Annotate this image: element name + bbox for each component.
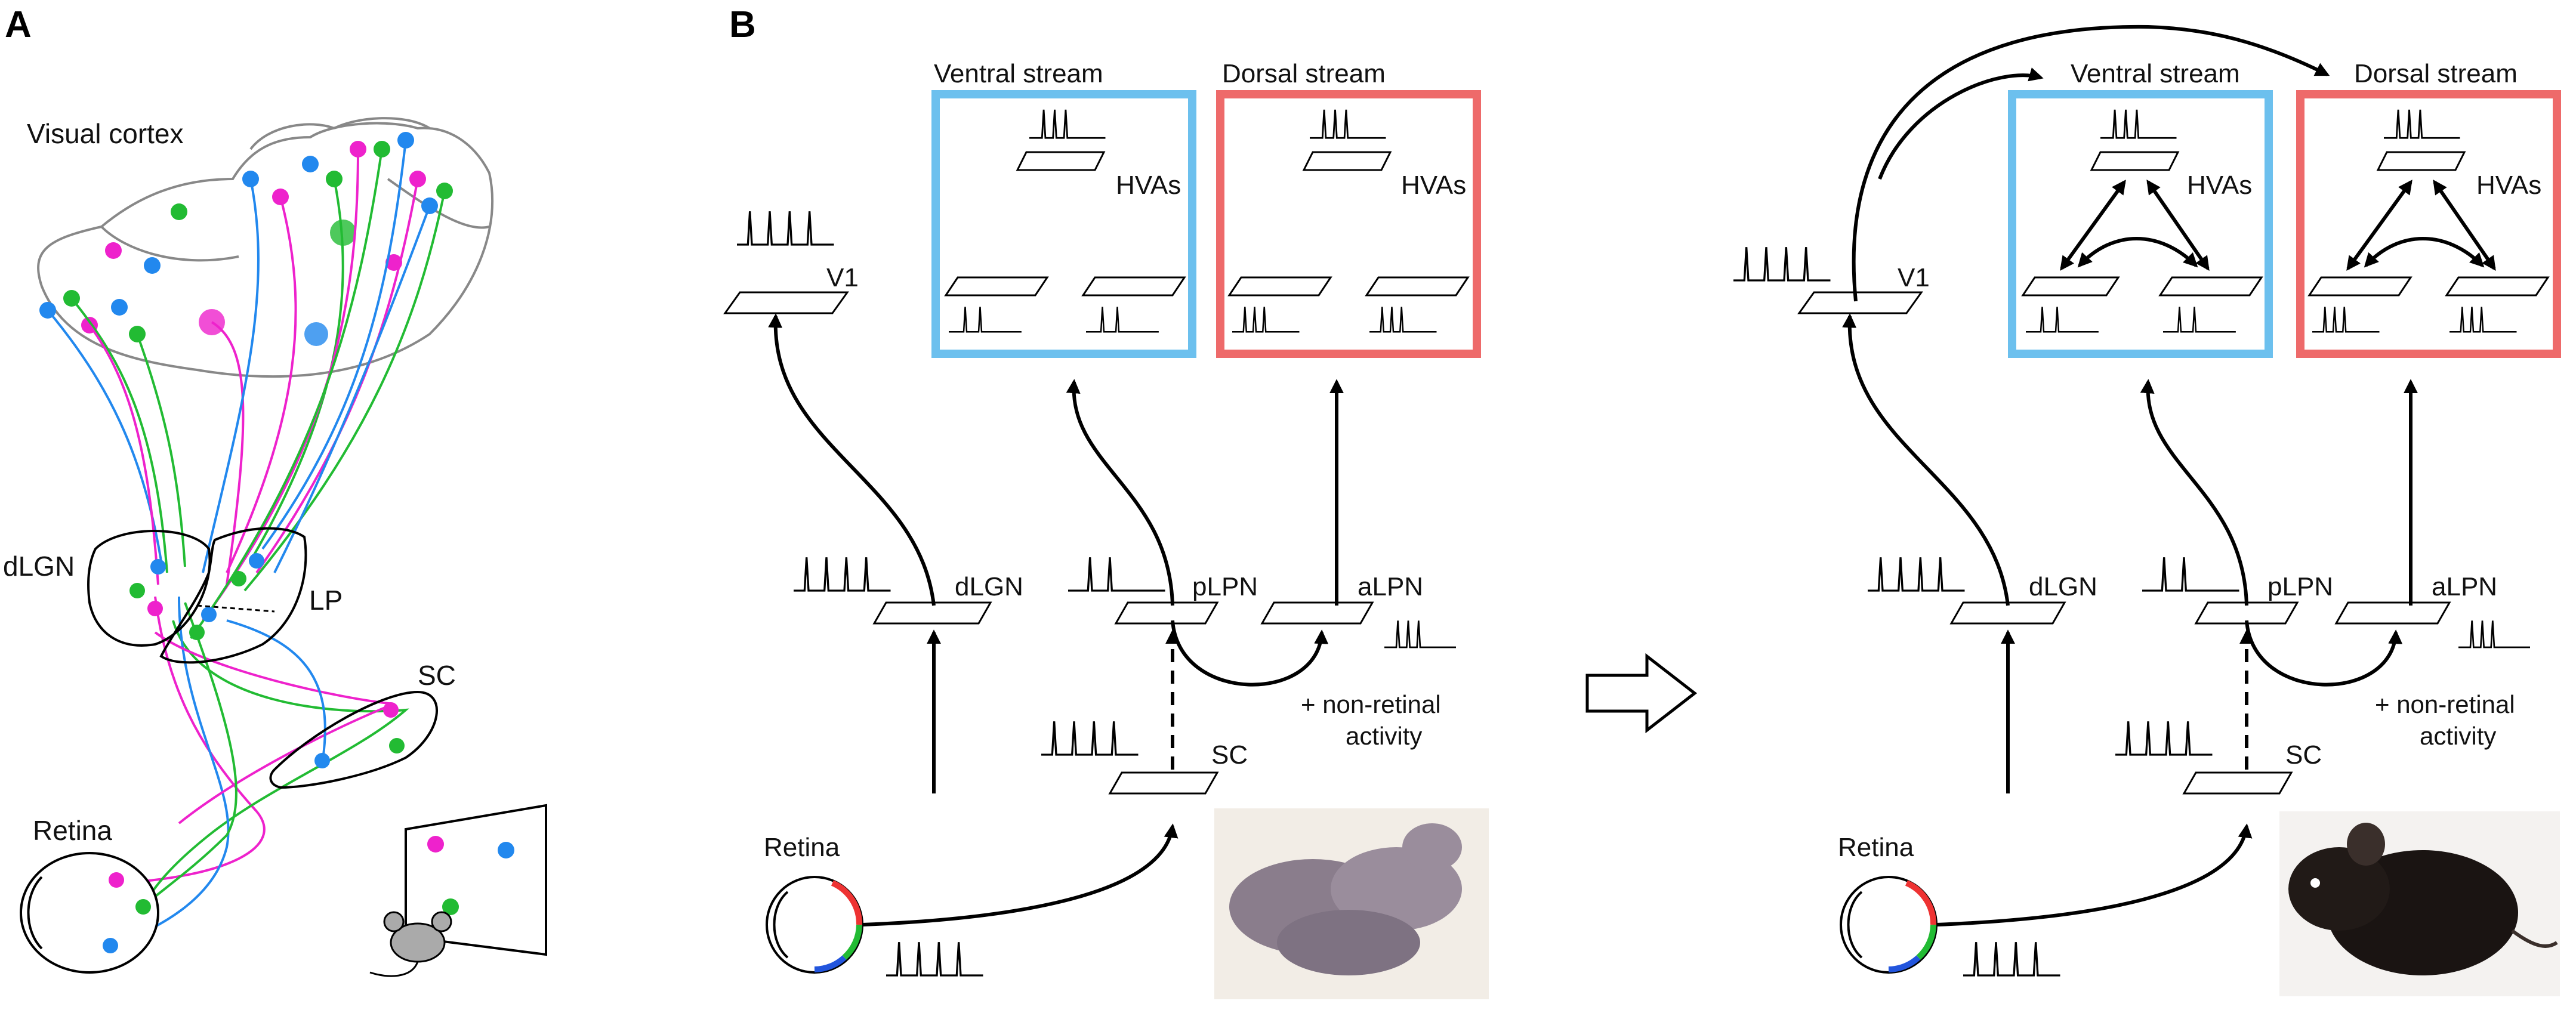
panel-a-label: A bbox=[5, 4, 32, 45]
retina-eye-right bbox=[1840, 876, 1938, 974]
v1-label-left: V1 bbox=[826, 263, 859, 292]
panel-b-label: B bbox=[729, 4, 756, 45]
plpn-label-left: pLPN bbox=[1192, 572, 1258, 601]
dorsal-stream-box bbox=[1216, 90, 1481, 358]
ventral-stream-label: Ventral stream bbox=[934, 59, 1103, 88]
adult-mouse-photo bbox=[2279, 811, 2560, 996]
dlgn-label-a: dLGN bbox=[3, 551, 75, 582]
non-retinal-text-1-right: + non-retinal bbox=[2375, 690, 2515, 718]
dlgn-label-left: dLGN bbox=[955, 572, 1023, 601]
v1-label-right: V1 bbox=[1898, 263, 1930, 292]
neonatal-mouse-photo bbox=[1214, 808, 1489, 999]
hvas-label-dorsal-right: HVAs bbox=[2476, 171, 2541, 200]
retina-eye-left bbox=[766, 876, 863, 974]
retina-label-right: Retina bbox=[1838, 833, 1914, 862]
non-retinal-text-2-left: activity bbox=[1346, 722, 1422, 750]
alpn-label-right: aLPN bbox=[2432, 572, 2497, 601]
developing-circuit: Ventral stream Dorsal stream HVAs HVAs V… bbox=[723, 59, 1489, 999]
dorsal-stream-box-right bbox=[2296, 90, 2561, 358]
dorsal-stream-label-right: Dorsal stream bbox=[2354, 59, 2518, 88]
lp-region bbox=[159, 527, 307, 664]
hvas-label-ventral-right: HVAs bbox=[2187, 171, 2252, 200]
mature-circuit: Ventral stream Dorsal stream HVAs HVAs V… bbox=[1733, 24, 2561, 996]
ventral-stream-box-right bbox=[2008, 90, 2273, 358]
sc-region-a bbox=[269, 690, 439, 789]
ventral-stream-box bbox=[931, 90, 1196, 358]
hvas-label-ventral-left: HVAs bbox=[1116, 171, 1181, 200]
dlgn-region bbox=[87, 530, 211, 647]
cortex-outline bbox=[37, 117, 494, 378]
projection-fibers bbox=[47, 140, 446, 944]
lp-label: LP bbox=[309, 585, 343, 616]
hvas-label-dorsal-left: HVAs bbox=[1401, 171, 1466, 200]
alpn-label-left: aLPN bbox=[1358, 572, 1423, 601]
retina-eye-a: Retina bbox=[20, 815, 159, 974]
ventral-stream-label-right: Ventral stream bbox=[2071, 59, 2240, 88]
sc-label-right: SC bbox=[2285, 740, 2322, 770]
sc-label-a: SC bbox=[418, 660, 456, 691]
plpn-label-right: pLPN bbox=[2268, 572, 2333, 601]
development-arrow bbox=[1585, 653, 1698, 734]
visual-cortex-label: Visual cortex bbox=[27, 118, 184, 149]
dorsal-stream-label: Dorsal stream bbox=[1222, 59, 1386, 88]
non-retinal-text-2-right: activity bbox=[2420, 722, 2496, 750]
dlgn-label-right: dLGN bbox=[2029, 572, 2097, 601]
sc-label-left: SC bbox=[1211, 740, 1248, 770]
retina-label-a: Retina bbox=[33, 815, 112, 846]
mouse-screen-icon bbox=[369, 804, 547, 977]
retina-label-left: Retina bbox=[764, 833, 840, 862]
non-retinal-text-1-left: + non-retinal bbox=[1301, 690, 1441, 718]
